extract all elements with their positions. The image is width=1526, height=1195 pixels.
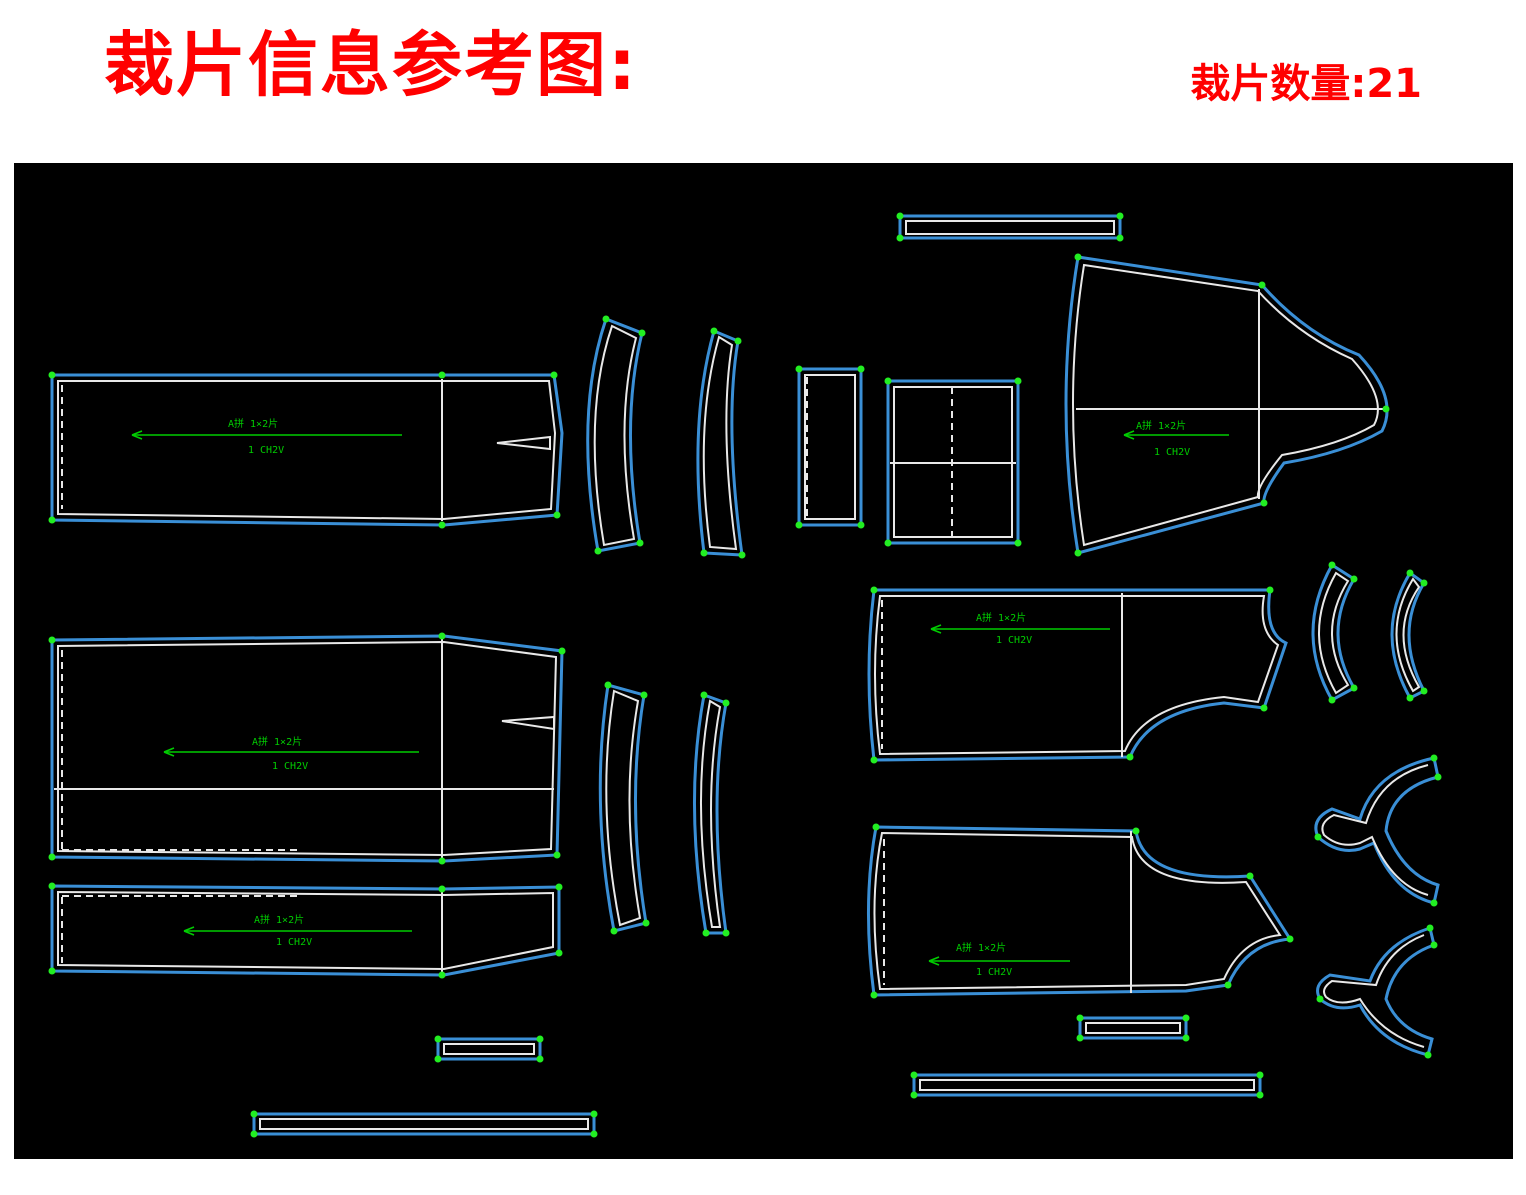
pocket-piece-small bbox=[797, 367, 863, 527]
piece-qty-label: 1 CH2V bbox=[976, 967, 1012, 978]
curved-band-2 bbox=[696, 328, 744, 557]
curved-band-3 bbox=[598, 683, 648, 933]
piece-count: 裁片数量:21 bbox=[1190, 64, 1422, 104]
pattern-piece-left-lower: A拼 1×2片 1 CH2V bbox=[50, 884, 561, 977]
strip-bottom-right-long bbox=[912, 1073, 1262, 1097]
sleeve-piece: A拼 1×2片 1 CH2V bbox=[1064, 255, 1389, 555]
bodice-piece-upper: A拼 1×2片 1 CH2V bbox=[867, 588, 1288, 762]
pattern-layout-canvas: A拼 1×2片 1 CH2V A拼 1×2片 1 CH2V A拼 1×2片 1 … bbox=[14, 163, 1513, 1159]
bodice-piece-lower: A拼 1×2片 1 CH2V bbox=[866, 825, 1293, 997]
pattern-piece-left-upper: A拼 1×2片 1 CH2V bbox=[50, 373, 564, 527]
curved-band-4 bbox=[693, 692, 728, 935]
strip-top bbox=[898, 214, 1122, 240]
pattern-piece-left-middle: A拼 1×2片 1 CH2V bbox=[50, 634, 564, 863]
piece-qty-label: 1 CH2V bbox=[276, 937, 312, 948]
pocket-piece-large bbox=[886, 379, 1020, 545]
strip-bottom-left-long bbox=[252, 1112, 596, 1136]
piece-name-label: A拼 1×2片 bbox=[976, 611, 1026, 624]
piece-name-label: A拼 1×2片 bbox=[254, 913, 304, 926]
curved-band-1 bbox=[586, 317, 644, 553]
piece-qty-label: 1 CH2V bbox=[1154, 447, 1190, 458]
piece-qty-label: 1 CH2V bbox=[996, 635, 1032, 646]
piece-name-label: A拼 1×2片 bbox=[1136, 419, 1186, 432]
piece-count-label: 裁片数量: bbox=[1190, 61, 1367, 107]
piece-name-label: A拼 1×2片 bbox=[252, 735, 302, 748]
collar-facing-1 bbox=[1314, 756, 1440, 905]
strip-bottom-left-small bbox=[436, 1037, 542, 1061]
piece-count-value: 21 bbox=[1366, 61, 1422, 107]
page-title: 裁片信息参考图: bbox=[104, 24, 638, 106]
facing-small-1 bbox=[1311, 562, 1357, 703]
facing-small-2 bbox=[1390, 570, 1427, 700]
piece-name-label: A拼 1×2片 bbox=[228, 417, 278, 430]
collar-facing-2 bbox=[1316, 926, 1436, 1057]
piece-qty-label: 1 CH2V bbox=[248, 445, 284, 456]
strip-bottom-right-small bbox=[1078, 1016, 1188, 1040]
piece-name-label: A拼 1×2片 bbox=[956, 941, 1006, 954]
notch-points bbox=[48, 212, 1442, 1138]
pattern-layout-svg: A拼 1×2片 1 CH2V A拼 1×2片 1 CH2V A拼 1×2片 1 … bbox=[48, 212, 1442, 1138]
piece-qty-label: 1 CH2V bbox=[272, 761, 308, 772]
